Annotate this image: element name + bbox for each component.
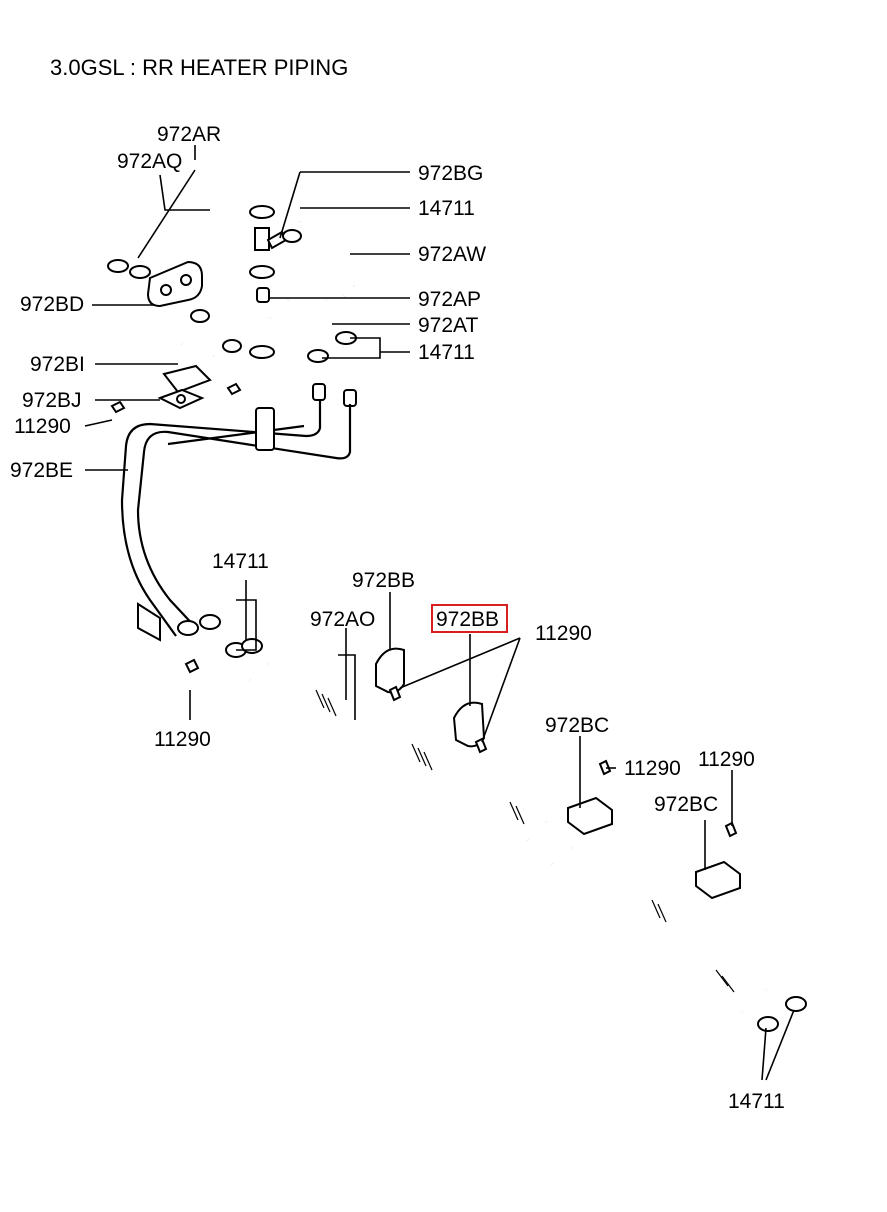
leader-lines: [84, 145, 795, 1081]
label-14711-a: 14711: [418, 197, 475, 220]
label-972bi: 972BI: [30, 353, 85, 376]
label-972aw: 972AW: [418, 243, 486, 266]
label-972bc-b: 972BC: [654, 793, 718, 816]
pipe-972be: [120, 400, 352, 674]
label-972bb-a: 972BB: [352, 569, 415, 592]
label-972bd: 972BD: [20, 293, 84, 316]
diagram-title: 3.0GSL : RR HEATER PIPING: [50, 55, 348, 80]
label-972bc-a: 972BC: [545, 714, 609, 737]
label-972ap: 972AP: [418, 288, 481, 311]
label-11290-e: 11290: [698, 748, 755, 771]
label-14711-c: 14711: [212, 550, 269, 573]
label-972at: 972AT: [418, 314, 478, 337]
label-14711-b: 14711: [418, 341, 475, 364]
label-972bj: 972BJ: [22, 389, 82, 412]
label-972bg: 972BG: [418, 162, 483, 185]
upper-hose-assembly: [107, 135, 361, 414]
highlight-box: [431, 604, 508, 633]
label-11290-a: 11290: [14, 415, 71, 438]
pipe-972ao: [225, 638, 807, 1032]
label-972aq: 972AQ: [117, 150, 182, 173]
label-11290-c: 11290: [154, 728, 211, 751]
label-972ar: 972AR: [157, 123, 221, 146]
label-972be: 972BE: [10, 459, 73, 482]
label-972bb-b: 972BB: [436, 608, 499, 631]
label-11290-b: 11290: [535, 622, 592, 645]
label-14711-d: 14711: [728, 1090, 785, 1113]
label-972ao: 972AO: [310, 608, 375, 631]
label-11290-d: 11290: [624, 757, 681, 780]
callout-labels: 972AR 972AQ 972BG 14711 972AW 972BD 972A…: [10, 123, 785, 1113]
